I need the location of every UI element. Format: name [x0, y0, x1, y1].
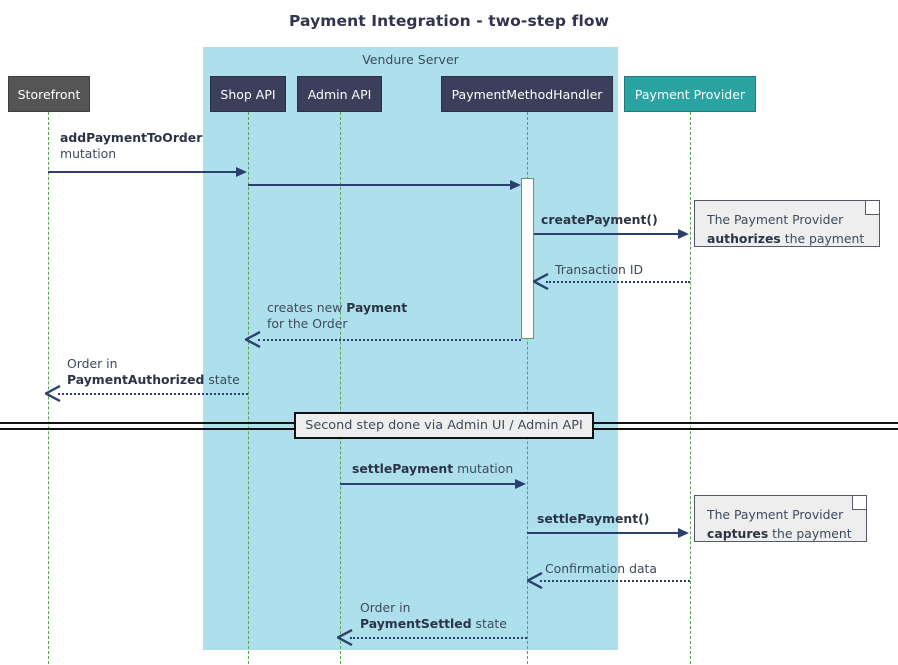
participant-label-admin-api: Admin API [307, 86, 372, 102]
message-arrow-settle-payment-mutation [340, 483, 515, 485]
message-label-creates-new-payment: creates new Payment for the Order [267, 300, 407, 332]
order-in-label-2: Order in [360, 600, 411, 615]
message-arrow-creates-new-payment [258, 339, 521, 341]
note-authorizes-rest: the payment [780, 231, 865, 246]
creates-new-line2: for the Order [267, 316, 348, 331]
participant-label-shop-api: Shop API [220, 86, 276, 102]
note-authorizes-line2: authorizes the payment [707, 229, 867, 248]
participant-storefront[interactable]: Storefront [8, 76, 90, 112]
arrowhead-create-payment [678, 229, 689, 239]
lifeline-storefront [48, 112, 49, 664]
message-arrow-add-payment-to-order [48, 171, 236, 173]
message-label-transaction-id: Transaction ID [555, 262, 643, 278]
message-arrow-create-payment [534, 233, 678, 235]
divider-label: Second step done via Admin UI / Admin AP… [305, 418, 583, 433]
participant-payment-provider[interactable]: Payment Provider [624, 76, 756, 112]
confirmation-data-text: Confirmation data [545, 561, 658, 576]
note-captures-rest: the payment [768, 526, 852, 541]
lifeline-payment-provider [690, 112, 691, 664]
message-arrow-confirmation-data [540, 580, 690, 582]
activation-bar-payment-method-handler [521, 178, 534, 339]
settle-payment-call-bold: settlePayment() [537, 511, 650, 526]
payment-settled-bold: PaymentSettled [360, 616, 472, 631]
payment-authorized-bold: PaymentAuthorized [67, 372, 205, 387]
message-label-bold: addPaymentToOrder [60, 130, 203, 145]
state-suffix-2: state [471, 616, 507, 631]
participant-payment-method-handler[interactable]: PaymentMethodHandler [441, 76, 613, 112]
note-authorizes-line1: The Payment Provider [707, 212, 844, 227]
message-label-order-payment-settled: Order in PaymentSettled state [360, 600, 507, 632]
message-label-rest-transaction-id: Transaction ID [555, 262, 644, 277]
state-suffix-1: state [204, 372, 240, 387]
participant-label-payment-method-handler: PaymentMethodHandler [451, 86, 603, 102]
arrowhead-add-payment-to-order [236, 167, 247, 177]
group-box-vendure-server [203, 47, 618, 650]
message-arrow-order-payment-settled [350, 637, 527, 639]
participant-admin-api[interactable]: Admin API [297, 76, 382, 112]
page-title: Payment Integration - two-step flow [288, 12, 610, 30]
message-label-rest: mutation [60, 146, 117, 161]
group-label-vendure-server: Vendure Server [362, 52, 459, 67]
message-arrow-settle-payment-call [527, 532, 678, 534]
mutation-suffix: mutation [453, 461, 514, 476]
note-authorizes: The Payment Provider authorizes the paym… [694, 200, 880, 247]
note-authorizes-bold: authorizes [707, 231, 781, 246]
lifeline-payment-method-handler [527, 112, 528, 664]
message-label-create-payment: createPayment() [541, 212, 658, 228]
message-label-confirmation-data: Confirmation data [545, 561, 657, 577]
creates-new-prefix: creates new [267, 300, 347, 315]
message-arrow-transaction-id [546, 281, 690, 283]
arrowhead-settle-payment-mutation [515, 479, 526, 489]
participant-label-payment-provider: Payment Provider [634, 86, 746, 102]
participant-shop-api[interactable]: Shop API [210, 76, 286, 112]
message-label-order-payment-authorized: Order in PaymentAuthorized state [67, 356, 240, 388]
message-label-settle-payment-mutation: settlePayment mutation [352, 461, 513, 477]
note-fold-corner-icon-2 [852, 496, 866, 510]
note-captures: The Payment Provider captures the paymen… [694, 495, 867, 542]
message-arrow-order-payment-authorized [58, 393, 248, 395]
note-captures-line1: The Payment Provider [707, 507, 844, 522]
divider-box: Second step done via Admin UI / Admin AP… [294, 412, 594, 439]
arrowhead-settle-payment-call [678, 528, 689, 538]
message-label-bold-create-payment: createPayment() [541, 212, 658, 227]
message-arrow-shop-api-to-handler [248, 184, 510, 186]
settle-payment-bold: settlePayment [352, 461, 454, 476]
note-captures-bold: captures [707, 526, 769, 541]
participant-label-storefront: Storefront [17, 86, 81, 102]
message-label-add-payment-to-order: addPaymentToOrder mutation [60, 130, 202, 162]
order-in-label-1: Order in [67, 356, 118, 371]
creates-new-bold: Payment [346, 300, 408, 315]
arrowhead-shop-api-to-handler [510, 180, 521, 190]
note-captures-line2: captures the payment [707, 524, 854, 543]
note-fold-corner-icon [865, 201, 879, 215]
lifeline-shop-api [248, 112, 249, 664]
lifeline-admin-api [340, 112, 341, 664]
message-label-settle-payment-call: settlePayment() [537, 511, 649, 527]
